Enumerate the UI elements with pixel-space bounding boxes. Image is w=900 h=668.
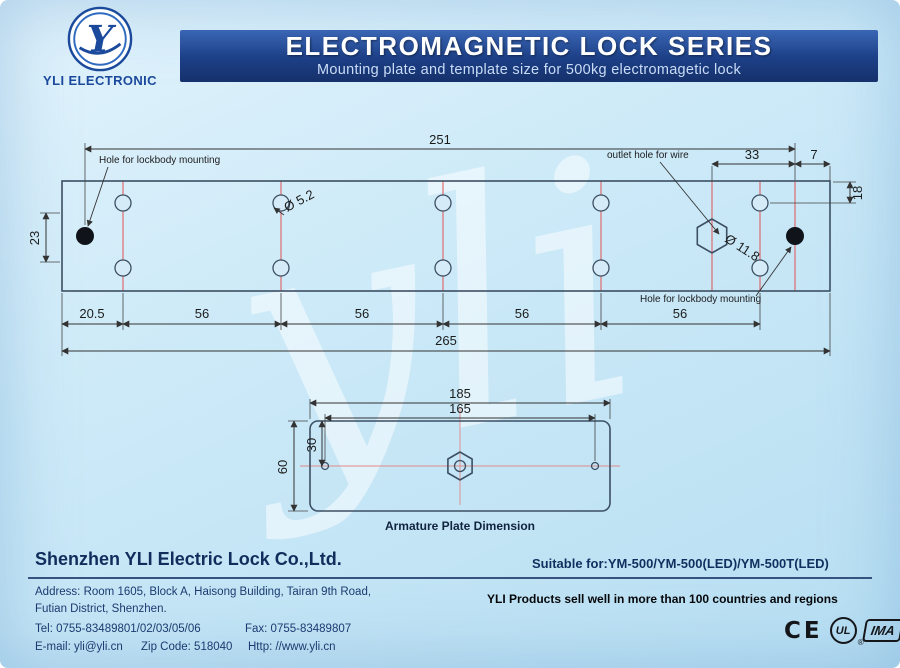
logo-block: Y YLI ELECTRONIC — [22, 5, 178, 88]
suitable-for-models: Suitable for:YM-500/YM-500(LED)/YM-500T(… — [532, 556, 829, 571]
dim-60: 60 — [275, 460, 290, 474]
logo-text: YLI ELECTRONIC — [43, 73, 157, 88]
dim-185: 185 — [449, 386, 471, 401]
yli-logo-icon: Y — [67, 6, 133, 72]
watermark-script: yli — [186, 87, 670, 548]
label-hole-bottom: Hole for lockbody mounting — [640, 294, 761, 305]
dim-23: 23 — [27, 231, 42, 245]
address-line-1: Address: Room 1605, Block A, Haisong Bui… — [35, 586, 372, 598]
mounting-plate-drawing — [61, 180, 831, 292]
armature-center-hole — [453, 459, 467, 473]
armature-center-hexagon — [447, 451, 473, 481]
registered-symbol: ® — [857, 638, 864, 647]
dim-265: 265 — [435, 333, 457, 348]
address-line-2: Futian District, Shenzhen. — [35, 603, 167, 615]
mounting-plate-dimensions: 251 33 7 18 23 — [27, 132, 865, 356]
zip-code: Zip Code: 518040 — [141, 641, 233, 653]
armature-caption: Armature Plate Dimension — [385, 519, 535, 533]
dim-20-5: 20.5 — [79, 306, 104, 321]
footer-divider — [28, 577, 872, 579]
dim-18: 18 — [850, 186, 865, 200]
mounting-plate-outline — [61, 180, 831, 292]
ce-mark-icon: CE — [784, 617, 823, 644]
email: E-mail: yli@yli.cn — [35, 641, 123, 653]
dim-33: 33 — [745, 147, 759, 162]
dim-30: 30 — [304, 438, 319, 452]
telephone: Tel: 0755-83489801/02/03/05/06 — [35, 623, 201, 635]
wire-outlet-hexagon — [696, 218, 728, 254]
dim-56-a: 56 — [195, 306, 209, 321]
label-outlet-hole: outlet hole for wire — [607, 150, 689, 161]
ima-mark-icon: IMA — [861, 619, 900, 642]
dim-56-c: 56 — [515, 306, 529, 321]
label-hole-top: Hole for lockbody mounting — [99, 155, 220, 166]
dim-56-b: 56 — [355, 306, 369, 321]
dim-7: 7 — [810, 147, 817, 162]
dim-251: 251 — [429, 132, 451, 147]
page-title: ELECTROMAGNETIC LOCK SERIES — [285, 31, 773, 61]
dim-56-d: 56 — [673, 306, 687, 321]
certification-marks: CE UL ® IMA — [784, 617, 900, 647]
title-banner: ELECTROMAGNETIC LOCK SERIES Mounting pla… — [180, 30, 878, 82]
lockbody-hole-right — [786, 227, 804, 245]
ul-mark-letters: UL — [829, 617, 857, 644]
lockbody-hole-left — [76, 227, 94, 245]
company-name: Shenzhen YLI Electric Lock Co.,Ltd. — [35, 549, 342, 569]
website: Http: //www.yli.cn — [248, 641, 336, 653]
page-subtitle: Mounting plate and template size for 500… — [316, 62, 742, 78]
dim-165: 165 — [449, 401, 471, 416]
fax: Fax: 0755-83489807 — [245, 623, 352, 635]
ul-mark-icon: UL ® — [829, 617, 864, 647]
mounting-holes — [114, 194, 769, 277]
armature-plate-drawing: 185 165 30 60 Armature Plate Dimension — [275, 386, 620, 533]
label-dia-11-8: Ø 11.8 — [722, 231, 762, 264]
armature-hole-right — [590, 461, 600, 471]
sales-slogan: YLI Products sell well in more than 100 … — [487, 592, 838, 606]
